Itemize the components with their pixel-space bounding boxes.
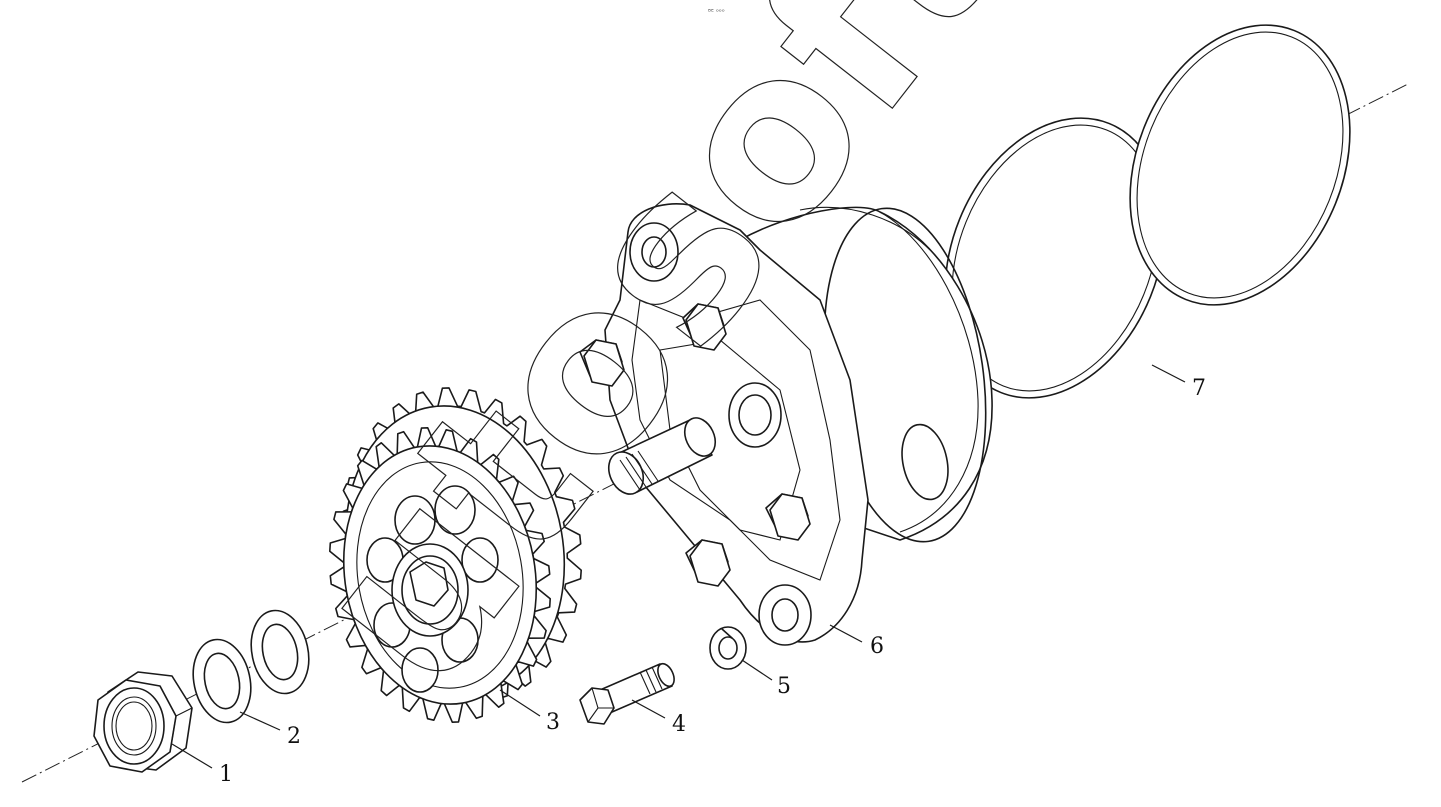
part-3-gear — [329, 387, 582, 723]
callout-4: 4 — [672, 712, 686, 737]
part-2-washers — [192, 609, 310, 724]
callout-1: 1 — [219, 762, 233, 787]
part-4-hex-bolt — [579, 662, 675, 725]
part-5-lock-washer — [709, 626, 747, 670]
callout-leaders — [171, 364, 1186, 769]
part-6-pump-housing — [579, 203, 993, 646]
header-mark: ᴮᴱ ᵒᵒᵒ — [708, 8, 725, 16]
callout-5: 5 — [777, 674, 791, 699]
callout-3: 3 — [546, 710, 560, 735]
part-1-hex-nut — [93, 671, 193, 773]
callout-2: 2 — [287, 724, 301, 749]
part-7-o-ring — [944, 24, 1351, 399]
callout-6: 6 — [870, 634, 884, 659]
callout-7: 7 — [1192, 376, 1206, 401]
